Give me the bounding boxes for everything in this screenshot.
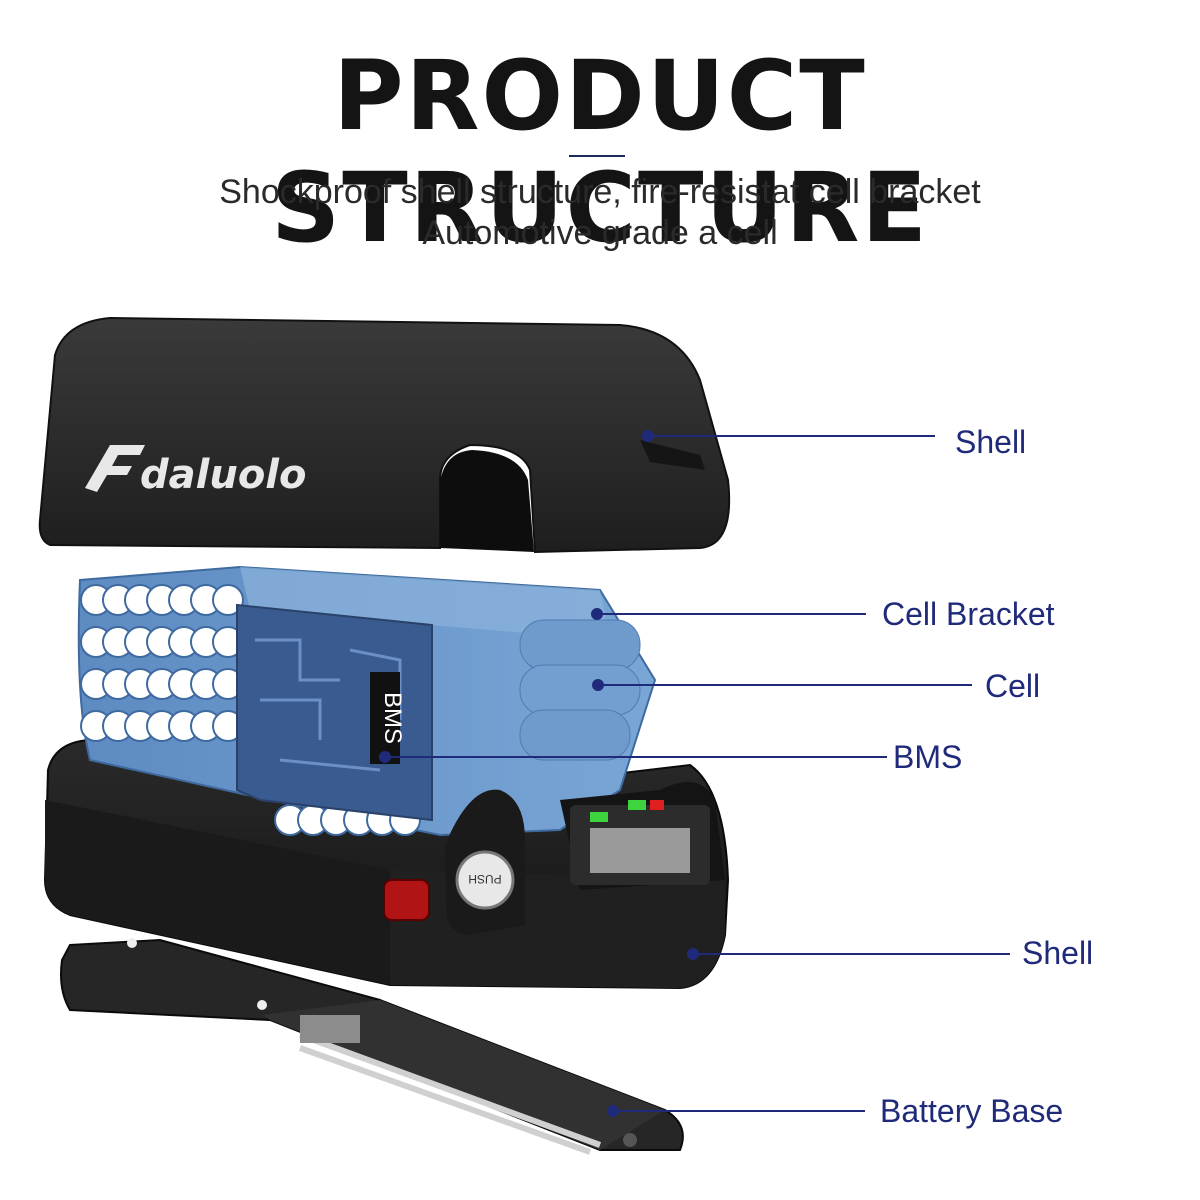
label-cell: Cell [985, 668, 1041, 704]
cell-hole [212, 584, 244, 616]
brand-text: daluolo [140, 452, 306, 498]
label-bms: BMS [893, 739, 963, 775]
cell-grid [80, 584, 421, 836]
subtitle-line-1: Shockproof shell structure, fire-resista… [219, 173, 981, 211]
cell-large [519, 619, 641, 761]
subtitle-line-2: Automotive grade a cell [422, 214, 778, 252]
title-divider [569, 155, 625, 157]
led-red [650, 800, 664, 810]
brand-logo: daluolo [85, 445, 306, 498]
led-green-1 [590, 812, 608, 822]
label-cell-bracket: Cell Bracket [882, 596, 1055, 632]
page-title: PRODUCT STRUCTURE [271, 40, 929, 264]
push-lock: PUSH [445, 789, 525, 935]
battery-base [60, 938, 684, 1155]
push-text: PUSH [468, 872, 501, 886]
label-shell-top: Shell [955, 424, 1027, 460]
bms-chip-text: BMS [379, 692, 406, 744]
subtitle: Shockproof shell structure, fire-resista… [0, 172, 1200, 254]
power-switch[interactable] [383, 879, 430, 921]
connector-end [560, 782, 725, 890]
label-shell-bottom: Shell [1022, 935, 1094, 971]
top-shell [38, 316, 731, 554]
leader-lines [379, 430, 1010, 1117]
bms-board: BMS [236, 603, 433, 822]
label-battery-base: Battery Base [880, 1093, 1064, 1129]
bottom-shell [43, 738, 730, 990]
led-green-2 [628, 800, 646, 810]
